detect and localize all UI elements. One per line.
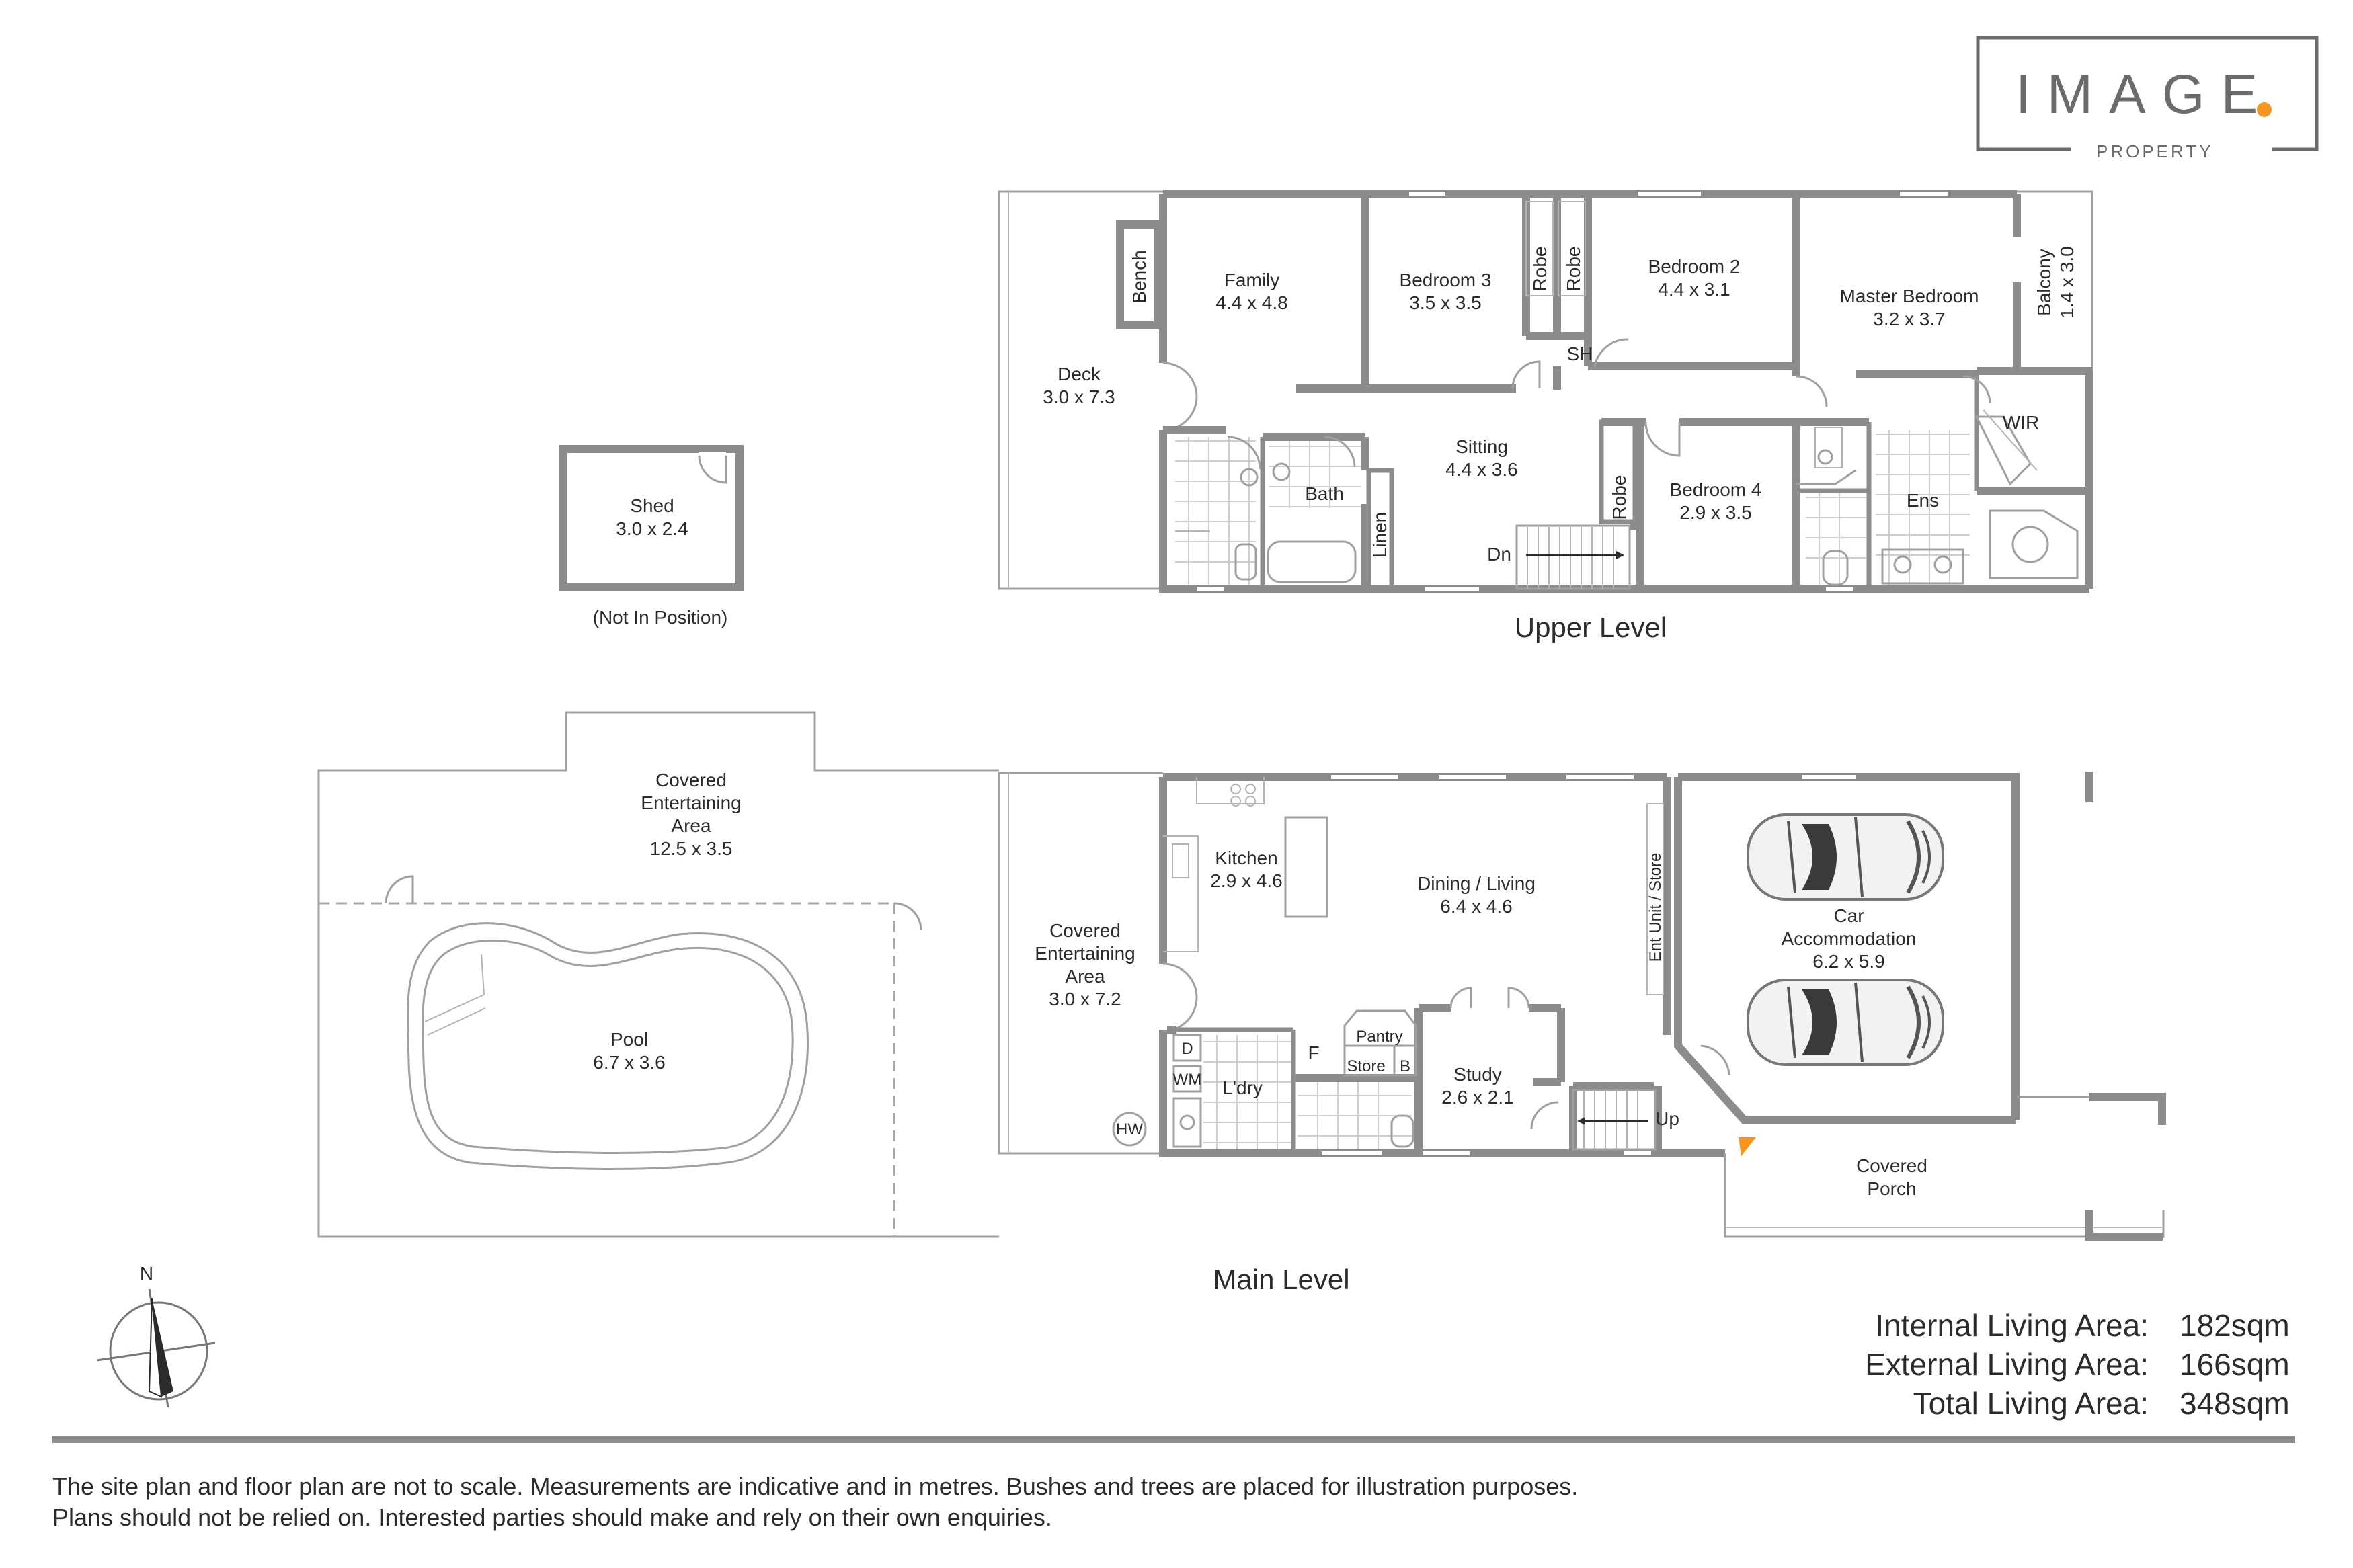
upper-level-plan: Bench Linen [998, 190, 2093, 593]
robe1-label: Robe [1529, 247, 1550, 292]
pool-name: Pool [610, 1029, 648, 1050]
kitchen-name: Kitchen [1215, 848, 1277, 868]
stairs-down [1515, 524, 1631, 590]
disclaimer-line1: The site plan and floor plan are not to … [52, 1473, 1578, 1500]
brand-sub: PROPERTY [2096, 141, 2214, 161]
upper-windows [1197, 192, 1948, 591]
cea-large-line3: Area [671, 815, 711, 836]
laundry-label: L'dry [1222, 1077, 1263, 1098]
main-level-title: Main Level [1213, 1264, 1349, 1295]
brand-name: IMAGE [2016, 64, 2274, 125]
cea-large-line1: Covered [655, 770, 727, 790]
shed-note: (Not In Position) [593, 607, 728, 628]
car-icon [1747, 979, 1944, 1066]
car-dims: 6.2 x 5.9 [1812, 951, 1884, 972]
cea-large-line2: Entertaining [641, 792, 741, 813]
linen-label: Linen [1369, 512, 1390, 559]
area-label: Total Living Area: [1913, 1386, 2149, 1421]
dining-dims: 6.4 x 4.6 [1440, 896, 1512, 917]
bedroom4-dims: 2.9 x 3.5 [1679, 502, 1751, 523]
car-line2: Accommodation [1782, 928, 1917, 949]
shed-dims: 3.0 x 2.4 [616, 518, 688, 539]
pool-dims: 6.7 x 3.6 [593, 1052, 665, 1073]
study-dims: 2.6 x 2.1 [1441, 1087, 1513, 1108]
kitchen-dims: 2.9 x 4.6 [1210, 870, 1282, 891]
ent-unit-label: Ent Unit / Store [1646, 853, 1665, 962]
bedroom2-name: Bedroom 2 [1648, 256, 1741, 277]
sitting-name: Sitting [1455, 436, 1508, 457]
b-label: B [1400, 1057, 1410, 1075]
porch-line1: Covered [1856, 1155, 1927, 1176]
deck-dims: 3.0 x 7.3 [1043, 386, 1115, 407]
d-label: D [1181, 1040, 1193, 1058]
shed-plan: Shed 3.0 x 2.4 (Not In Position) [559, 445, 744, 628]
area-label: Internal Living Area: [1875, 1308, 2149, 1343]
car-line1: Car [1833, 905, 1864, 926]
stairs-up [1572, 1089, 1657, 1151]
wir-label: WIR [2003, 412, 2039, 433]
disclaimer-line2: Plans should not be relied on. Intereste… [52, 1503, 1052, 1531]
master-name: Master Bedroom [1840, 286, 1979, 306]
north-arrow-icon: N [96, 1263, 216, 1408]
main-windows [1322, 775, 1856, 1155]
sitting-dims: 4.4 x 3.6 [1445, 459, 1517, 480]
ensuite-tiles [1806, 427, 2079, 586]
ens-label: Ens [1907, 490, 1939, 511]
north-label: N [140, 1263, 153, 1284]
bedroom3-name: Bedroom 3 [1400, 270, 1492, 290]
pool-shape [406, 922, 809, 1170]
bedroom4-name: Bedroom 4 [1670, 479, 1762, 500]
laundry-tiles [1112, 1034, 1414, 1149]
pantry-label: Pantry [1356, 1028, 1402, 1046]
master-dims: 3.2 x 3.7 [1873, 308, 1945, 329]
dn-label: Dn [1487, 544, 1511, 565]
area-summary: Internal Living Area: 182sqm External Li… [1865, 1308, 2290, 1421]
store-label: Store [1347, 1057, 1385, 1075]
main-level-plan: Ent Unit / Store Pantry Store B [317, 711, 2166, 1241]
hw-label: HW [1116, 1120, 1143, 1139]
cea-small-dims: 3.0 x 7.2 [1049, 989, 1121, 1009]
cea-small-line1: Covered [1049, 920, 1121, 941]
wm-label: WM [1173, 1071, 1202, 1089]
car-icon [1747, 813, 1944, 901]
porch-line2: Porch [1867, 1178, 1916, 1199]
bath-label: Bath [1305, 483, 1344, 504]
up-label: Up [1655, 1108, 1679, 1129]
deck-name: Deck [1058, 364, 1101, 384]
dining-name: Dining / Living [1417, 873, 1536, 894]
sh-label: SH [1567, 343, 1593, 364]
entry-marker-icon [1739, 1137, 1756, 1156]
bedroom2-dims: 4.4 x 3.1 [1658, 279, 1730, 300]
f-label: F [1308, 1042, 1319, 1063]
robe3-label: Robe [1609, 475, 1630, 520]
brand-logo: IMAGE PROPERTY [1976, 36, 2319, 161]
cea-large-dims: 12.5 x 3.5 [650, 838, 733, 859]
area-value: 166sqm [2180, 1347, 2290, 1382]
upper-bath-tiles [1175, 436, 1361, 585]
balcony-dims: 1.4 x 3.0 [2057, 246, 2077, 318]
area-value: 182sqm [2180, 1308, 2290, 1343]
upper-level-title: Upper Level [1515, 612, 1667, 643]
family-dims: 4.4 x 4.8 [1215, 292, 1287, 313]
area-value: 348sqm [2180, 1386, 2290, 1421]
study-name: Study [1453, 1064, 1502, 1085]
bench-label: Bench [1129, 250, 1150, 303]
family-name: Family [1224, 270, 1279, 290]
brand-dot-icon [2257, 102, 2272, 117]
robe2-label: Robe [1563, 247, 1584, 292]
balcony-name: Balcony [2034, 249, 2055, 316]
area-label: External Living Area: [1865, 1347, 2149, 1382]
cea-small-line3: Area [1065, 966, 1105, 987]
bedroom3-dims: 3.5 x 3.5 [1409, 292, 1481, 313]
cea-small-line2: Entertaining [1035, 943, 1135, 964]
shed-name: Shed [630, 495, 674, 516]
